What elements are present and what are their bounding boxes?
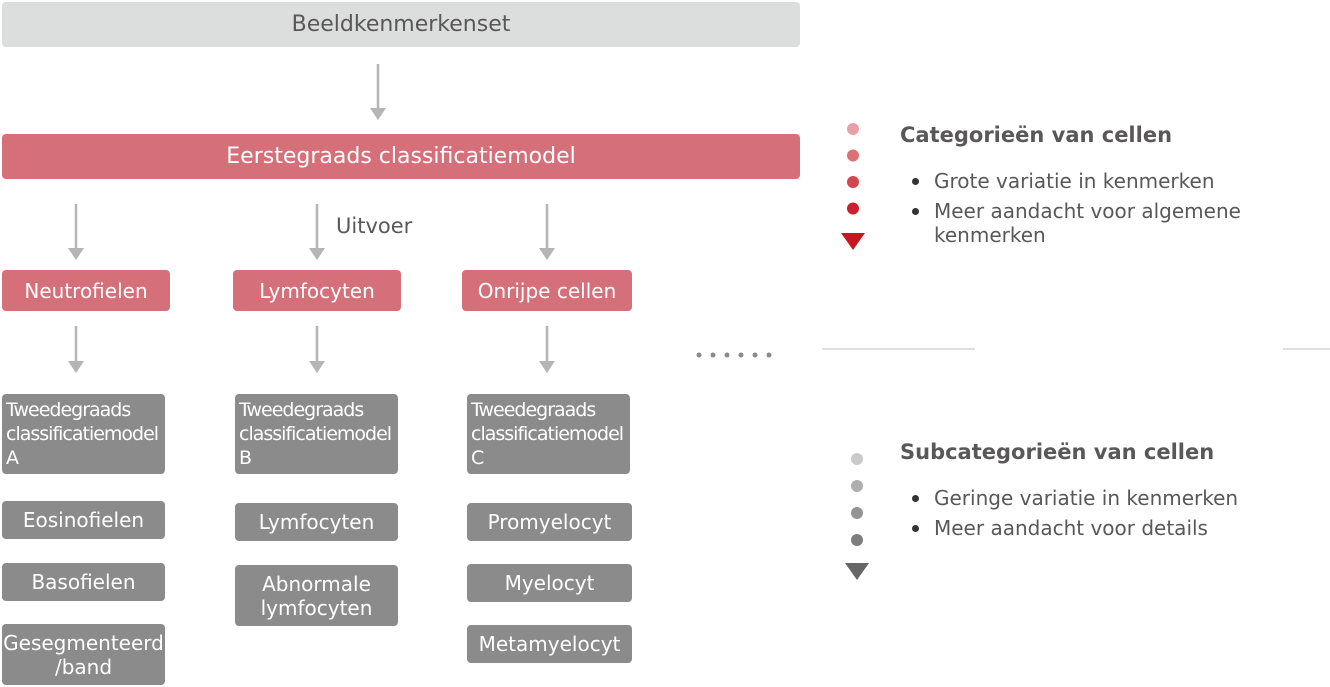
output-label: Uitvoer <box>336 214 413 238</box>
subclass-lymfocyten: Lymfocyten <box>235 503 398 541</box>
gradient-dot-icon <box>851 453 863 465</box>
subclass-metamyelocyt: Metamyelocyt <box>467 625 632 663</box>
legend-subcategories-title: Subcategorieën van cellen <box>900 440 1215 464</box>
second-order-model-a: Tweedegraads classificatiemodel A <box>2 394 165 474</box>
category-neutrofielen: Neutrofielen <box>2 270 170 311</box>
gradient-dot-icon <box>851 507 863 519</box>
category-onrijpe-cellen: Onrijpe cellen <box>462 270 632 311</box>
ellipsis-dots <box>696 352 772 358</box>
second-order-model-c: Tweedegraads classificatiemodel C <box>467 394 630 474</box>
legend-subcategories-item: Geringe variatie in kenmerken <box>908 486 1238 510</box>
subclass-gesegmenteerd-band: Gesegmenteerd /band <box>2 624 165 685</box>
gradient-dot-icon <box>851 534 863 546</box>
gradient-dot-icon <box>847 149 859 162</box>
subclass-eosinofielen: Eosinofielen <box>2 501 165 539</box>
subclass-myelocyt: Myelocyt <box>467 564 632 602</box>
gradient-dot-icon <box>847 202 859 215</box>
subclass-basofielen: Basofielen <box>2 563 165 601</box>
second-order-model-b: Tweedegraads classificatiemodel B <box>235 394 398 474</box>
legend-categories-item: Meer aandacht voor algemene kenmerken <box>908 199 1241 247</box>
gradient-dot-icon <box>851 480 863 492</box>
gradient-dot-icon <box>847 123 859 135</box>
subclass-abnormale-lymfocyten: Abnormale lymfocyten <box>235 565 398 626</box>
legend-categories-title: Categorieën van cellen <box>900 123 1173 147</box>
subclass-promyelocyt: Promyelocyt <box>467 503 632 541</box>
legend-categories-list: Grote variatie in kenmerken Meer aandach… <box>908 169 1241 253</box>
legend-categories-item: Grote variatie in kenmerken <box>908 169 1241 193</box>
category-gradient-icon <box>841 123 865 250</box>
down-triangle-icon <box>841 233 865 250</box>
image-feature-set-box: Beeldkenmerkenset <box>2 2 800 47</box>
legend-subcategories-item: Meer aandacht voor details <box>908 516 1238 540</box>
category-lymfocyten: Lymfocyten <box>233 270 401 311</box>
down-triangle-icon <box>845 563 869 580</box>
subcategory-gradient-icon <box>845 453 869 580</box>
first-order-model-box: Eerstegraads classificatiemodel <box>2 134 800 179</box>
legend-subcategories-list: Geringe variatie in kenmerken Meer aanda… <box>908 486 1238 546</box>
gradient-dot-icon <box>847 176 859 188</box>
